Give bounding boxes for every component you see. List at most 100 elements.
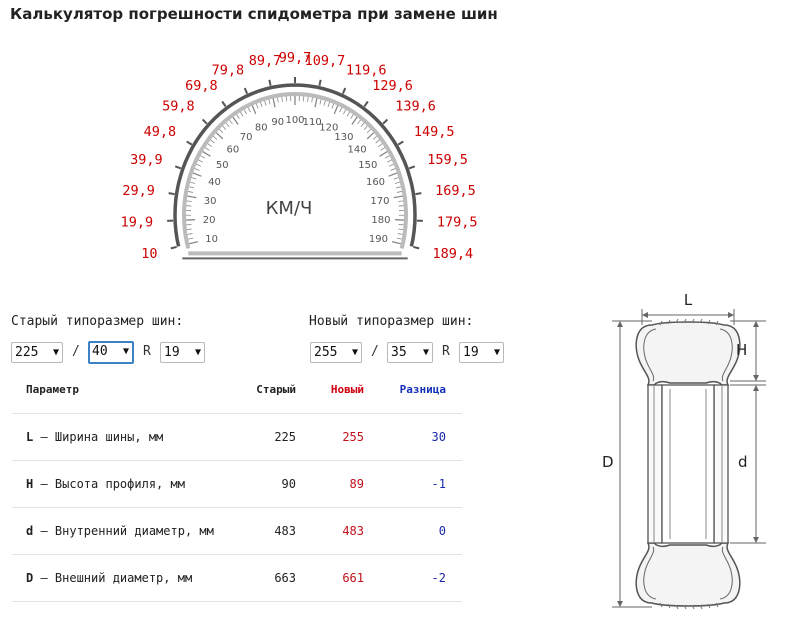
old-slash: /: [72, 344, 80, 359]
gauge-minor-tick: [281, 96, 283, 102]
gauge-minor-tick: [360, 122, 365, 128]
gauge-major-tick: [202, 150, 211, 157]
results-header-row: Параметр Старый Новый Разница: [12, 375, 462, 414]
gauge-inner-label: 60: [227, 145, 240, 156]
old-radius-value: 19: [164, 345, 180, 360]
header-diff: Разница: [399, 383, 446, 396]
gauge-inner-label: 190: [369, 234, 388, 245]
gauge-inner-label: 180: [371, 215, 390, 226]
old-tire-label: Старый типоразмер шин:: [11, 314, 184, 329]
gauge-outer-label: 129,6: [372, 78, 413, 94]
gauge-major-tick: [393, 195, 403, 199]
old-width-select[interactable]: 225 ▼: [11, 342, 63, 363]
gauge-outer-label: 39,9: [130, 152, 163, 168]
old-radius-prefix: R: [143, 344, 151, 359]
old-width-value: 225: [15, 345, 39, 360]
gauge-major-tick: [333, 105, 339, 115]
gauge-outer-tick: [221, 100, 227, 108]
results-table: Параметр Старый Новый Разница L – Ширина…: [12, 375, 462, 602]
gauge-minor-tick: [222, 125, 227, 131]
gauge-minor-tick: [319, 99, 322, 105]
chevron-down-icon: ▼: [122, 346, 129, 357]
gauge-minor-tick: [390, 168, 396, 171]
new-value: 483: [342, 524, 364, 538]
gauge-outer-label: 69,8: [185, 78, 218, 94]
gauge-minor-tick: [191, 177, 197, 180]
new-profile-select[interactable]: 35 ▼: [387, 342, 433, 363]
table-row: H – Высота профиля, мм 90 89 -1: [12, 461, 462, 508]
gauge-outer-tick: [408, 165, 416, 170]
chevron-down-icon: ▼: [351, 347, 358, 358]
new-radius-prefix: R: [442, 344, 450, 359]
gauge-inner-label: 10: [205, 234, 218, 245]
gauge-outer-label: 149,5: [414, 124, 455, 140]
old-radius-select[interactable]: 19 ▼: [160, 342, 205, 363]
gauge-major-tick: [391, 240, 401, 245]
old-profile-select[interactable]: 40 ▼: [88, 341, 134, 364]
page-title: Калькулятор погрешности спидометра при з…: [10, 5, 498, 23]
diff-value: -1: [431, 477, 446, 491]
gauge-outer-arc: [173, 83, 417, 247]
gauge-outer-tick: [201, 118, 208, 125]
param-symbol: H: [26, 477, 34, 491]
header-old: Старый: [256, 383, 296, 396]
gauge-outer-label: 169,5: [435, 183, 476, 199]
gauge-minor-tick: [363, 125, 368, 131]
gauge-minor-tick: [186, 228, 192, 231]
gauge-minor-tick: [366, 128, 371, 134]
gauge-minor-tick: [243, 109, 247, 115]
gauge-major-tick: [379, 150, 388, 157]
gauge-outer-label: 159,5: [427, 152, 468, 168]
gauge-minor-tick: [187, 233, 193, 235]
param-cell: H – Высота профиля, мм: [26, 461, 185, 507]
gauge-minor-tick: [196, 163, 202, 167]
gauge-minor-tick: [307, 96, 309, 102]
gauge-minor-tick: [331, 103, 335, 109]
gauge-outer-label: 99,7: [279, 50, 312, 66]
gauge-outer-label: 10: [141, 246, 157, 262]
diagram-label-outer-diameter: D: [602, 453, 614, 471]
gauge-outer-label: 119,6: [346, 63, 387, 79]
new-value: 255: [342, 430, 364, 444]
gauge-outer-tick: [170, 245, 177, 250]
new-radius-select[interactable]: 19 ▼: [459, 342, 504, 363]
gauge-minor-tick: [188, 191, 194, 193]
tire-top-section: [635, 321, 741, 386]
gauge-inner-label: 30: [204, 196, 217, 207]
gauge-inner-label: 70: [240, 132, 253, 143]
gauge-minor-tick: [375, 139, 380, 144]
gauge-outer-tick: [415, 192, 422, 196]
param-cell: D – Внешний диаметр, мм: [26, 555, 192, 601]
gauge-inner-label: 20: [203, 215, 216, 226]
gauge-outer-label: 89,7: [249, 53, 282, 69]
gauge-minor-tick: [277, 97, 279, 103]
table-row: d – Внутренний диаметр, мм 483 483 0: [12, 508, 462, 555]
table-row: D – Внешний диаметр, мм 663 661 -2: [12, 555, 462, 602]
gauge-minor-tick: [386, 159, 392, 163]
gauge-inner-label: 100: [285, 115, 304, 126]
gauge-minor-tick: [393, 177, 399, 180]
diff-value: 0: [438, 524, 446, 538]
gauge-major-tick: [187, 195, 197, 199]
gauge-outer-tick: [382, 118, 389, 125]
gauge-minor-tick: [350, 114, 354, 119]
gauge-minor-tick: [357, 119, 361, 125]
gauge-inner-label: 80: [255, 123, 268, 134]
gauge-inner-label: 170: [370, 196, 389, 207]
old-value: 225: [274, 430, 296, 444]
old-profile-value: 40: [92, 344, 108, 359]
gauge-minor-tick: [346, 111, 350, 117]
gauge-minor-tick: [268, 99, 271, 105]
old-value: 663: [274, 571, 296, 585]
gauge-major-tick: [388, 172, 398, 177]
gauge-inner-label: 140: [348, 145, 367, 156]
gauge-major-tick: [232, 116, 239, 125]
diff-value: 30: [431, 430, 446, 444]
gauge-minor-tick: [343, 109, 347, 115]
gauge-minor-tick: [339, 107, 343, 113]
table-row: L – Ширина шины, мм 225 255 30: [12, 414, 462, 461]
new-width-select[interactable]: 255 ▼: [310, 342, 362, 363]
gauge-outer-tick: [413, 245, 420, 250]
gauge-minor-tick: [240, 111, 244, 117]
